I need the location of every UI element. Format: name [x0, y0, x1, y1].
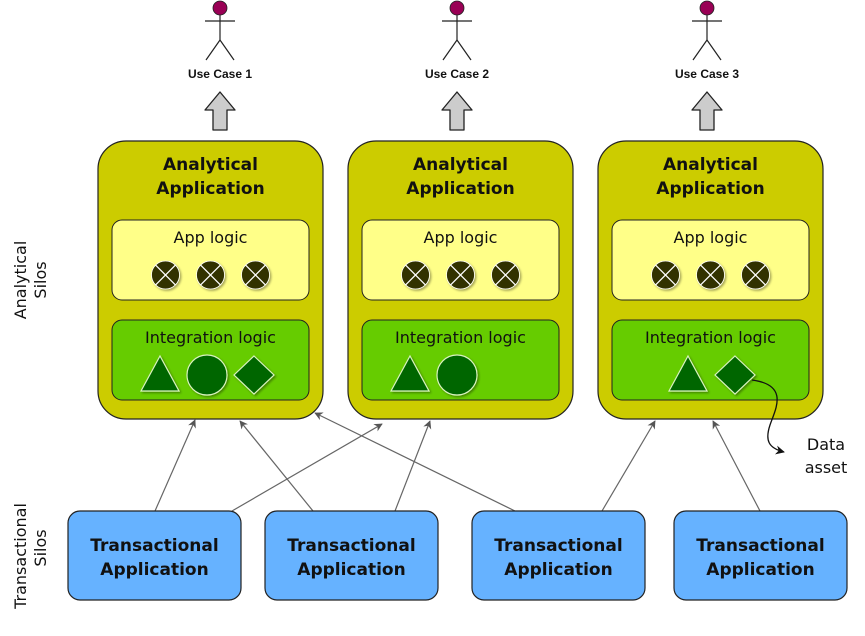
use-case-3: Use Case 3: [675, 0, 739, 131]
use-case-1: Use Case 1: [188, 0, 252, 131]
transactional-silos-line-2: Silos: [31, 529, 50, 566]
app-logic: App logic: [611, 219, 810, 301]
analytical-application-title: Application: [656, 179, 764, 199]
app-logic: App logic: [111, 219, 310, 301]
diamond-icon: [714, 355, 756, 395]
data-asset-callout-arrow: [751, 379, 785, 455]
analytical-application-title: Application: [156, 179, 264, 199]
transactional-application-box: [673, 510, 848, 601]
actor-icon: [205, 0, 235, 61]
analytical-application-title: Analytical: [163, 155, 258, 175]
integration-logic: Integration logic: [611, 319, 810, 401]
integration-logic: Integration logic: [111, 319, 310, 401]
integration-logic: Integration logic: [361, 319, 560, 401]
x-circle-icon: [446, 260, 475, 290]
analytical-application-title: Analytical: [663, 155, 758, 175]
analytical-silos-line-1: Analytical: [11, 241, 30, 320]
data-asset-line-1: Data: [807, 435, 845, 454]
analytical-silos-label: Analytical Silos: [11, 241, 50, 320]
triangle-icon: [667, 354, 709, 392]
transactional-application-title: Transactional: [90, 536, 218, 556]
app-logic-label: App logic: [174, 228, 248, 247]
connector-arrow: [154, 419, 196, 512]
use-case-2: Use Case 2: [425, 0, 489, 131]
app-logic-label: App logic: [674, 228, 748, 247]
analytical-application-title: Application: [406, 179, 514, 199]
actor-icon: [442, 0, 472, 61]
analytical-application-title: Analytical: [413, 155, 508, 175]
x-circle-icon: [491, 260, 520, 290]
actor-head: [212, 0, 228, 16]
integration-logic-box: [611, 319, 810, 401]
data-asset-line-2: asset: [805, 458, 848, 477]
transactional-application-title: Application: [100, 560, 208, 580]
transactional-application-box: [471, 510, 646, 601]
triangle-icon: [389, 354, 431, 392]
triangle-icon: [139, 354, 181, 392]
transactional-application-title: Application: [297, 560, 405, 580]
transactional-application-box: [67, 510, 242, 601]
transactional-application-title: Transactional: [494, 536, 622, 556]
app-logic: App logic: [361, 219, 560, 301]
transactional-application-title: Application: [504, 560, 612, 580]
use-case-label: Use Case 2: [425, 67, 489, 81]
x-circle-icon: [151, 260, 180, 290]
transactional-application-title: Transactional: [696, 536, 824, 556]
connectors: [154, 412, 761, 512]
x-circle-icon: [696, 260, 725, 290]
data-asset-annotation: Data asset: [751, 379, 848, 477]
x-circle-icon: [401, 260, 430, 290]
transactional-application-title: Transactional: [287, 536, 415, 556]
integration-logic-label: Integration logic: [145, 328, 276, 347]
transactional-silos-label: Transactional Silos: [11, 503, 50, 610]
x-circle-icon: [741, 260, 770, 290]
connector-arrow: [314, 412, 516, 512]
use-cases: Use Case 1 Use Case 2 Use Case 3: [188, 0, 739, 131]
transactional-application-box: [264, 510, 439, 601]
integration-logic-label: Integration logic: [395, 328, 526, 347]
x-circle-icon: [241, 260, 270, 290]
integration-logic-label: Integration logic: [645, 328, 776, 347]
x-circle-icon: [196, 260, 225, 290]
app-logic-label: App logic: [424, 228, 498, 247]
x-circle-icon: [651, 260, 680, 290]
connector-arrow: [394, 420, 432, 512]
connector-arrow: [601, 420, 656, 512]
connector-arrow: [231, 423, 383, 512]
circle-icon: [436, 354, 478, 396]
connector-arrow: [712, 420, 761, 512]
diamond-icon: [233, 355, 275, 395]
analytical-silos-line-2: Silos: [31, 261, 50, 298]
actor-head: [699, 0, 715, 16]
up-arrow-icon: [691, 91, 723, 131]
actor-head: [449, 0, 465, 16]
use-case-label: Use Case 1: [188, 67, 252, 81]
transactional-silos-line-1: Transactional: [11, 503, 30, 610]
up-arrow-icon: [204, 91, 236, 131]
connector-arrow: [239, 420, 314, 512]
actor-icon: [692, 0, 722, 61]
use-case-label: Use Case 3: [675, 67, 739, 81]
circle-icon: [186, 354, 228, 396]
transactional-application-title: Application: [706, 560, 814, 580]
transactional-apps: TransactionalApplicationTransactionalApp…: [67, 510, 848, 601]
up-arrow-icon: [441, 91, 473, 131]
